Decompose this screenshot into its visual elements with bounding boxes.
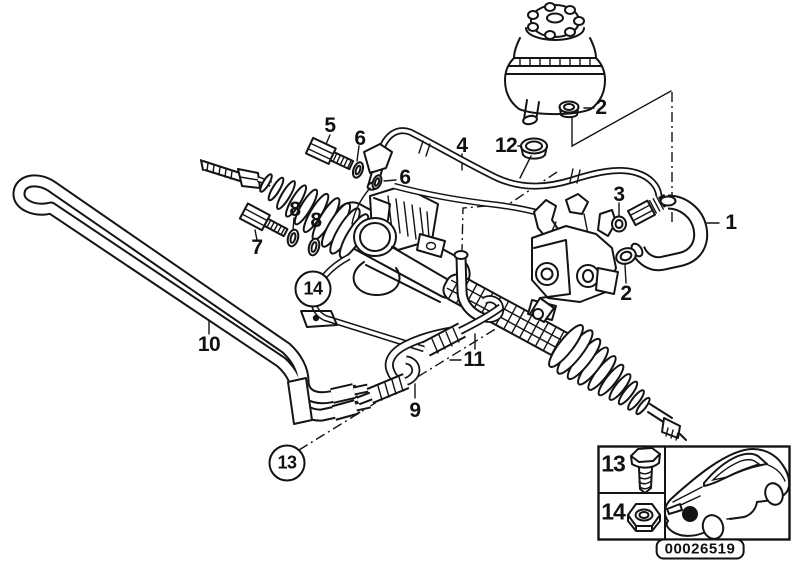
hex-nut-icon (627, 503, 661, 532)
callout-8: 8 (289, 198, 301, 221)
callout-8: 8 (310, 209, 322, 232)
fluid-reservoir (504, 2, 606, 126)
diagram-plate-number: 00026519 (655, 538, 745, 560)
callout-12: 12 (494, 134, 518, 157)
power-steering-pump (529, 193, 619, 323)
cooler-pipe (12, 174, 371, 425)
legend-row-14-label: 14 (601, 498, 626, 525)
callout-13: 13 (268, 444, 306, 482)
suction-hose-group (611, 194, 709, 272)
hex-bolt-icon (630, 447, 661, 494)
callout-1: 1 (725, 211, 737, 234)
steering-rack (200, 159, 687, 441)
legend-row-13-label: 13 (601, 450, 626, 477)
callout-2: 2 (595, 96, 607, 119)
callout-11: 11 (463, 348, 485, 371)
callout-2: 2 (620, 282, 632, 305)
callout-6: 6 (399, 166, 411, 189)
car-icon (663, 448, 791, 540)
callout-4: 4 (456, 134, 468, 157)
callout-14: 14 (294, 270, 332, 308)
callout-7: 7 (251, 236, 263, 259)
callout-10: 10 (197, 333, 221, 356)
fasteners-and-seals (238, 136, 548, 328)
callout-9: 9 (409, 399, 421, 422)
callout-5: 5 (324, 114, 336, 137)
callout-6: 6 (354, 127, 366, 150)
callout-3: 3 (613, 183, 625, 206)
legend-box (597, 445, 791, 541)
